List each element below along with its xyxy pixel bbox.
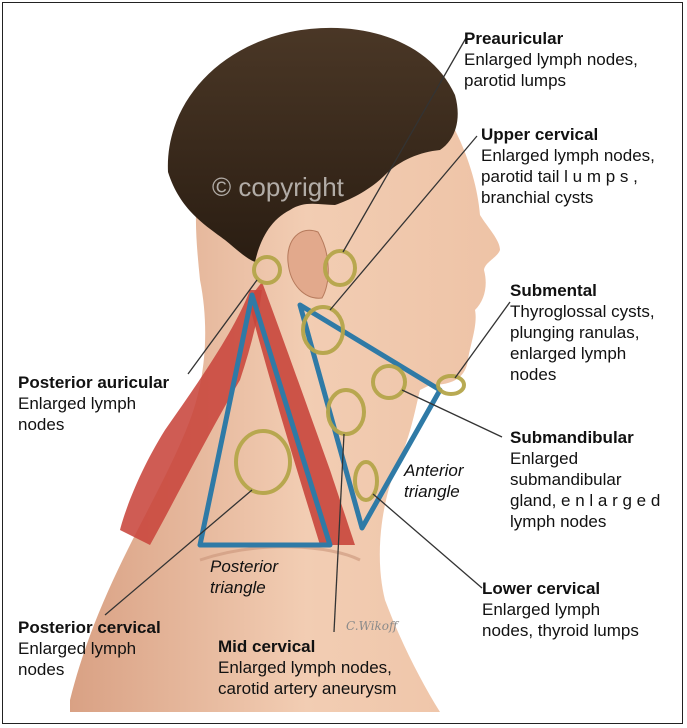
label-submandibular: Submandibular Enlarged submandibular gla… <box>510 427 660 532</box>
label-desc: Enlarged lymph nodes <box>18 393 169 435</box>
label-title: Submandibular <box>510 427 660 448</box>
label-title: Mid cervical <box>218 636 397 657</box>
copyright-watermark: © copyright <box>212 172 344 203</box>
artist-signature: C.Wikoff <box>346 619 398 633</box>
label-title: Lower cervical <box>482 578 639 599</box>
leader-lower-cervical <box>373 494 482 588</box>
label-desc: Enlarged lymph nodes, carotid artery ane… <box>218 657 397 699</box>
label-title: Submental <box>510 280 655 301</box>
label-submental: Submental Thyroglossal cysts, plunging r… <box>510 280 655 385</box>
label-desc: Enlarged lymph nodes, thyroid lumps <box>482 599 639 641</box>
label-posterior-cervical: Posterior cervical Enlarged lymph nodes <box>18 617 161 680</box>
label-upper-cervical: Upper cervical Enlarged lymph nodes, par… <box>481 124 655 208</box>
label-desc: Enlarged lymph nodes <box>18 638 161 680</box>
label-preauricular: Preauricular Enlarged lymph nodes, parot… <box>464 28 638 91</box>
label-desc: Thyroglossal cysts, plunging ranulas, en… <box>510 301 655 385</box>
label-lower-cervical: Lower cervical Enlarged lymph nodes, thy… <box>482 578 639 641</box>
label-posterior-auricular: Posterior auricular Enlarged lymph nodes <box>18 372 169 435</box>
label-mid-cervical: Mid cervical Enlarged lymph nodes, carot… <box>218 636 397 699</box>
label-title: Posterior cervical <box>18 617 161 638</box>
label-desc: Enlarged lymph nodes, parotid lumps <box>464 49 638 91</box>
label-title: Preauricular <box>464 28 638 49</box>
posterior-triangle-label: Posterior triangle <box>210 556 278 598</box>
label-desc: Enlarged lymph nodes, parotid tail l u m… <box>481 145 655 208</box>
label-title: Posterior auricular <box>18 372 169 393</box>
anterior-triangle-label: Anterior triangle <box>404 460 464 502</box>
label-desc: Enlarged submandibular gland, e n l a r … <box>510 448 660 532</box>
label-title: Upper cervical <box>481 124 655 145</box>
